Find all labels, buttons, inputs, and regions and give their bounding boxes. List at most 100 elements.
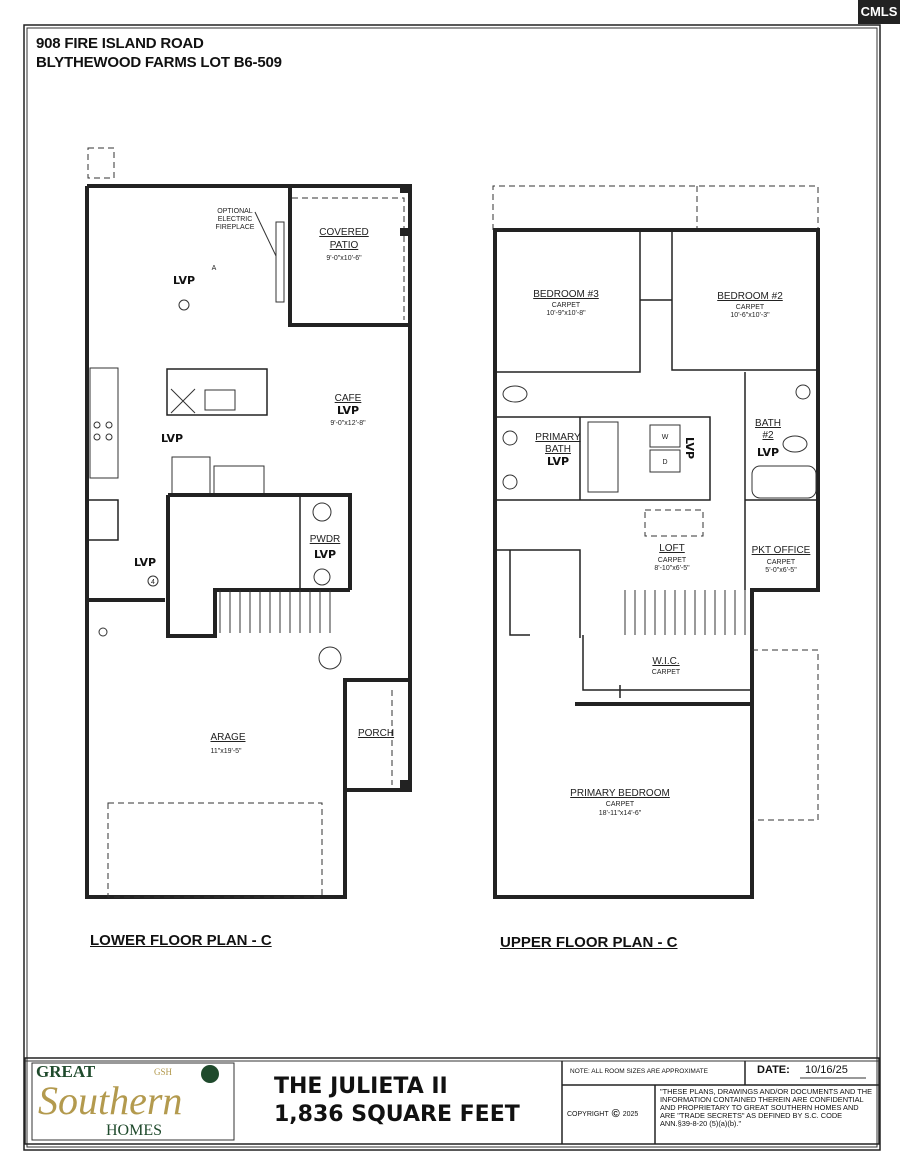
- address: 908 FIRE ISLAND ROAD: [36, 35, 204, 52]
- primary-bedroom-label: PRIMARY BEDROOM: [570, 788, 670, 799]
- interior-walls: [215, 495, 340, 591]
- garage-label: ARAGE: [210, 732, 245, 743]
- burner-icon: [93, 433, 101, 441]
- loft-feature: [644, 509, 704, 537]
- pwdr-floor: LVP: [314, 548, 336, 561]
- lower-plan-title: LOWER FLOOR PLAN - C: [90, 932, 272, 949]
- lower-floor-plan: LVP A OPTIONAL ELECTRIC FIREPLACE COVERE…: [85, 147, 412, 899]
- column-icon: [178, 299, 190, 311]
- primary-bath-floor: LVP: [547, 455, 569, 468]
- wic-floor: CARPET: [652, 669, 681, 676]
- toilet-icon: [782, 435, 808, 453]
- copyright-icon: ©: [611, 1108, 620, 1120]
- stairs: [219, 590, 331, 633]
- loft-floor: CARPET: [658, 557, 687, 564]
- column-icon: [98, 627, 108, 637]
- plan-name: THE JULIETA II: [274, 1074, 448, 1099]
- bedroom2-floor: CARPET: [736, 304, 765, 311]
- date-value: 10/16/25: [805, 1064, 848, 1076]
- upper-floor-plan: BEDROOM #3 CARPET 10'-9"x10'-8" BEDROOM …: [492, 185, 820, 899]
- closet: [509, 550, 530, 636]
- bedroom2-size: 10'-6"x10'-3": [730, 312, 770, 319]
- core-walls: [166, 493, 352, 638]
- counter: [213, 465, 265, 497]
- hvac-pad: [87, 147, 115, 179]
- logo-southern: Southern: [38, 1078, 183, 1123]
- page-border: [23, 24, 881, 1151]
- post: [400, 185, 408, 193]
- covered-patio-label: COVERED: [319, 227, 368, 238]
- bedroom3-label: BEDROOM #3: [533, 289, 599, 300]
- logo-box: [31, 1062, 235, 1141]
- sink-icon: [204, 389, 236, 411]
- cafe-label: CAFE: [335, 393, 362, 404]
- legal-notice: "THESE PLANS, DRAWINGS AND/OR DOCUMENTS …: [660, 1087, 873, 1128]
- title-block-frame: [24, 1057, 880, 1145]
- dryer-box: [649, 449, 681, 473]
- loft-label: LOFT: [659, 543, 685, 554]
- pkt-office-floor: CARPET: [767, 559, 796, 566]
- dryer-label: D: [662, 459, 667, 466]
- fireplace: [275, 221, 285, 303]
- wic-walls: [582, 635, 752, 698]
- stairs: [624, 590, 746, 635]
- bedroom2-label: BEDROOM #2: [717, 291, 783, 302]
- room-mark: A: [212, 265, 217, 272]
- garage-size: 11"x19'-5": [210, 748, 242, 755]
- washer-label: W: [662, 434, 669, 441]
- pwdr-label: PWDR: [310, 534, 341, 545]
- bath-walls: [495, 416, 711, 638]
- sink-icon: [795, 384, 811, 400]
- bath2-walls: [744, 372, 818, 590]
- copyright-year: 2025: [622, 1110, 639, 1118]
- exterior-walls: [493, 228, 820, 899]
- primary-bath-label: BATH: [545, 444, 571, 455]
- bath2-label: #2: [762, 430, 774, 441]
- logo: GREAT Southern HOMES GSH: [34, 1063, 234, 1140]
- sink-icon: [313, 568, 331, 586]
- lot: BLYTHEWOOD FARMS LOT B6-509: [36, 54, 282, 71]
- pkt-office-label: PKT OFFICE: [752, 545, 811, 556]
- roof-outline: [492, 185, 819, 230]
- garage-door: [107, 802, 323, 898]
- title-block-border: [24, 1057, 880, 1145]
- cafe-size: 9'-0"x12'-8": [330, 420, 366, 427]
- primary-bedroom-floor: CARPET: [606, 801, 635, 808]
- exterior-walls: [85, 184, 412, 899]
- roof-outline: [752, 649, 819, 821]
- cmls-watermark: CMLS: [858, 0, 900, 24]
- dishwasher: [170, 388, 196, 414]
- fireplace-note: FIREPLACE: [216, 224, 255, 231]
- bath2-floor: LVP: [757, 446, 779, 459]
- closet: [87, 499, 119, 541]
- counter: [89, 367, 119, 479]
- pkt-office-size: 5'-0"x6'-5": [765, 567, 797, 574]
- family-floor-label: LVP: [173, 274, 195, 287]
- kitchen-floor-label: LVP: [161, 432, 183, 445]
- fireplace-note: ELECTRIC: [218, 216, 253, 223]
- foyer-floor-label: LVP: [134, 556, 156, 569]
- laundry-floor: LVP: [683, 437, 696, 459]
- cafe-floor: LVP: [337, 404, 359, 417]
- bedroom3-floor: CARPET: [552, 302, 581, 309]
- copyright: COPYRIGHT © 2025: [567, 1108, 638, 1120]
- loft-size: 8'-10"x6'-5": [654, 565, 690, 572]
- bath2-label: BATH: [755, 418, 781, 429]
- copyright-label: COPYRIGHT: [567, 1110, 609, 1118]
- bedroom3-size: 10'-9"x10'-8": [546, 310, 586, 317]
- post: [400, 228, 408, 236]
- upper-plan-title: UPPER FLOOR PLAN - C: [500, 934, 678, 951]
- patio-edge: [290, 184, 412, 325]
- foyer-tag: 4: [151, 579, 155, 586]
- wic-label: W.I.C.: [652, 656, 679, 667]
- sink-icon: [502, 430, 518, 446]
- primary-bath-label: PRIMARY: [535, 432, 581, 443]
- primary-bedroom-size: 18'-11"x14'-6": [599, 810, 642, 817]
- kitchen-island: [166, 368, 268, 416]
- porch-label: PORCH: [358, 728, 394, 739]
- bedroom-walls: [495, 230, 818, 373]
- washer-box: [649, 424, 681, 448]
- logo-monogram: GSH: [154, 1067, 173, 1077]
- square-feet: 1,836 SQUARE FEET: [274, 1102, 520, 1127]
